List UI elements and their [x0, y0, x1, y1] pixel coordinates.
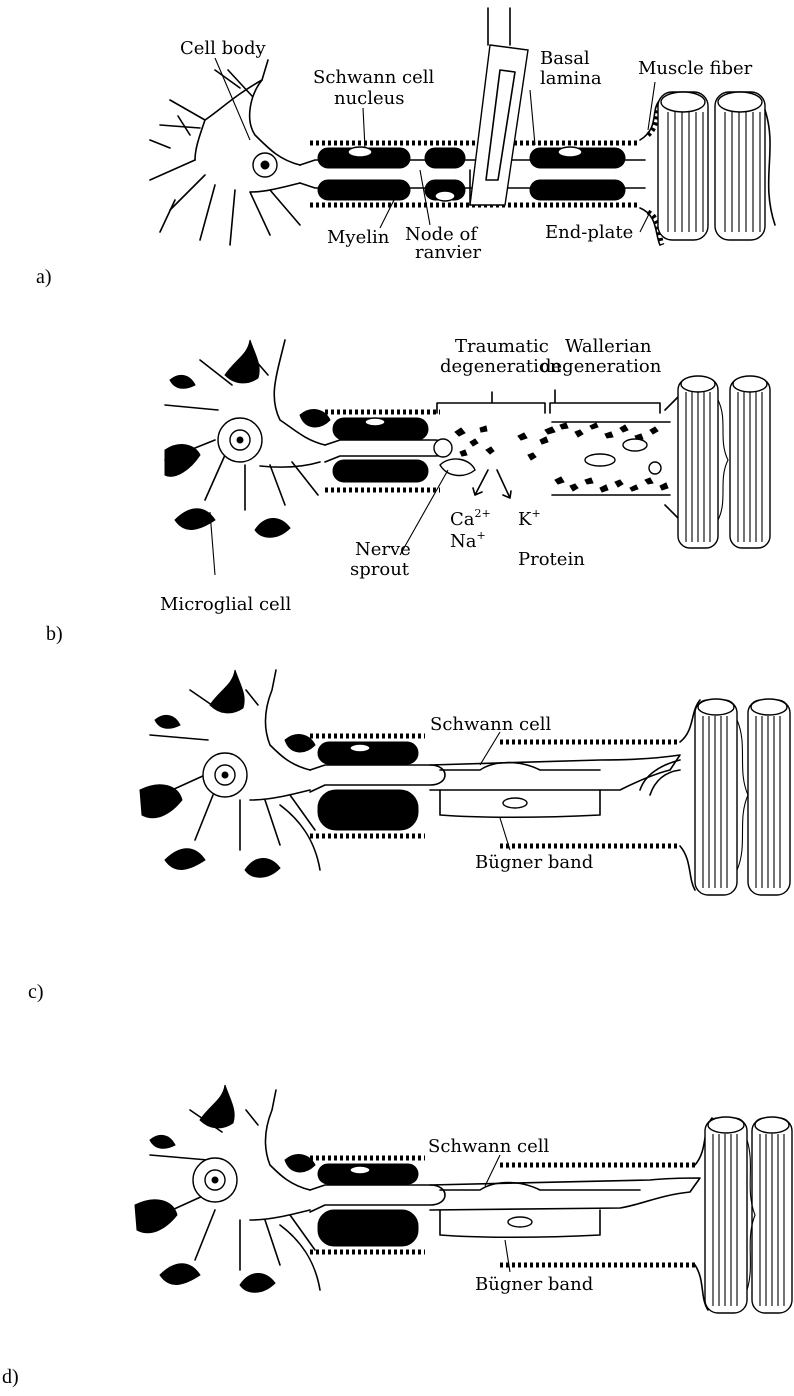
label-schwann-nucleus-line1: Schwann cell [313, 67, 435, 88]
label-end-plate: End-plate [545, 222, 633, 243]
neuron-cell-body [140, 670, 315, 877]
label-traumatic-line1: Traumatic [455, 336, 549, 357]
label-nerve-sprout-line1: Nerve [355, 539, 411, 560]
debris-fragments [455, 422, 670, 495]
panel-b: Traumatic degeneration Wallerian degener… [46, 336, 770, 645]
label-wallerian-line2: degeneration [540, 356, 662, 377]
label-wallerian-line1: Wallerian [565, 336, 652, 357]
muscle-fiber-illustration [695, 1117, 792, 1313]
panel-a: Cell body Schwann cell nucleus Basal lam… [36, 8, 775, 288]
regenerating-axon [280, 736, 680, 870]
label-microglial-cell: Microglial cell [160, 594, 291, 615]
panel-label-d: d) [2, 1366, 19, 1388]
label-schwann-cell: Schwann cell [430, 714, 552, 735]
neuron-cell-body [135, 1085, 315, 1292]
label-bugner-band: Bügner band [475, 852, 593, 873]
muscle-fiber-illustration [665, 376, 770, 548]
label-muscle-fiber: Muscle fiber [638, 58, 753, 79]
panel-d: Schwann cell Bügner band d) [2, 1085, 792, 1388]
label-na: Na+ [450, 529, 486, 552]
scalpel-icon [470, 8, 528, 205]
panel-c: Schwann cell Bügner band c) [28, 670, 790, 1003]
panel-c-leader-lines [480, 732, 510, 850]
muscle-fiber-illustration [680, 699, 790, 895]
label-node-line2: ranvier [415, 242, 482, 263]
neuron-cell-body [165, 340, 330, 537]
label-protein: Protein [518, 549, 585, 570]
label-schwann-cell: Schwann cell [428, 1136, 550, 1157]
neuron-cell-body [150, 60, 300, 245]
muscle-fiber-illustration [640, 92, 775, 245]
label-basal-lamina-line1: Basal [540, 48, 590, 69]
label-ca: Ca2+ [450, 507, 491, 530]
panel-label-c: c) [28, 981, 44, 1003]
regenerating-axon [280, 1158, 700, 1290]
label-cell-body: Cell body [180, 38, 267, 59]
label-nerve-sprout-line2: sprout [350, 559, 410, 580]
label-myelin: Myelin [327, 227, 390, 248]
panel-d-leader-lines [485, 1155, 510, 1272]
panel-label-b: b) [46, 623, 63, 645]
label-basal-lamina-line2: lamina [540, 68, 602, 89]
label-k: K+ [518, 507, 541, 530]
panel-label-a: a) [36, 266, 52, 288]
ion-arrows [473, 470, 511, 498]
degenerating-axon [325, 412, 475, 490]
label-schwann-nucleus-line2: nucleus [334, 88, 405, 109]
label-bugner-band: Bügner band [475, 1274, 593, 1295]
degeneration-brackets [437, 390, 660, 413]
